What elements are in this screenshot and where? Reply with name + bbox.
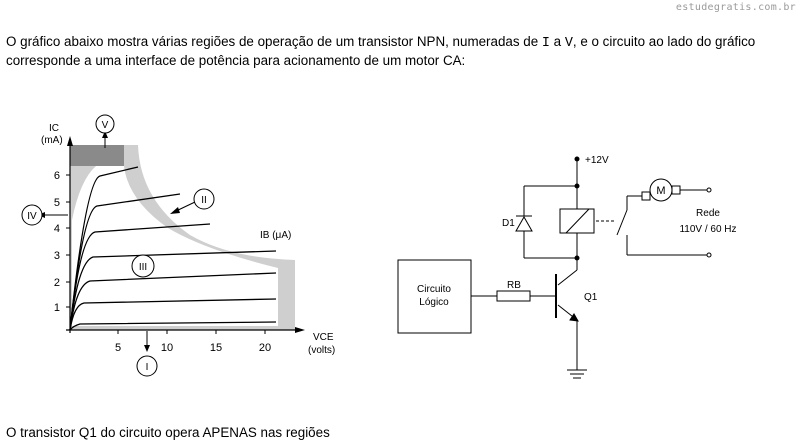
- resistor-RB: [496, 290, 531, 302]
- ib-label: IB (μA): [260, 230, 291, 241]
- x-tick-20: 20: [259, 342, 271, 354]
- diode-label: D1: [502, 218, 515, 229]
- logic-label-2: Lógico: [419, 297, 449, 308]
- region-I-marker: I: [136, 331, 158, 377]
- y-axis-label: IC: [49, 123, 59, 134]
- mains-label-1: Rede: [696, 208, 720, 219]
- logic-label-1: Circuito: [417, 284, 451, 295]
- svg-text:III: III: [139, 262, 147, 273]
- svg-text:V: V: [102, 120, 109, 131]
- y-axis-unit: (mA): [41, 135, 63, 146]
- region-V-marker: V: [95, 114, 115, 148]
- region-III-marker: III: [131, 254, 155, 278]
- statement-region-to: V: [564, 36, 573, 51]
- svg-text:I: I: [146, 362, 149, 373]
- region-II-marker: II: [170, 188, 215, 214]
- motor-interface-circuit: [397, 156, 712, 379]
- svg-text:II: II: [201, 195, 207, 206]
- output-characteristic-graph: 1 2 3 4 5 6 5 10 15 20 IC (mA) VCE (volt…: [21, 114, 335, 377]
- x-axis-unit: (volts): [308, 345, 335, 356]
- characteristic-curves: [69, 166, 277, 331]
- x-axis-label: VCE: [313, 332, 334, 343]
- motor-label: M: [656, 185, 665, 197]
- y-tick-3: 3: [54, 250, 60, 262]
- diode-D1: [515, 215, 533, 232]
- statement-text-3: , e o circuito ao lado do gráfico corres…: [6, 34, 756, 68]
- y-tick-6: 6: [54, 170, 60, 182]
- region-IV-marker: IV: [21, 204, 68, 226]
- x-tick-15: 15: [210, 342, 222, 354]
- y-tick-4: 4: [54, 223, 60, 235]
- y-tick-1: 1: [54, 302, 60, 314]
- logic-block: [397, 259, 472, 334]
- mains-label-2: 110V / 60 Hz: [679, 224, 736, 235]
- svg-text:IV: IV: [27, 211, 37, 222]
- statement-text-1: O gráfico abaixo mostra várias regiões d…: [6, 34, 542, 49]
- y-tick-2: 2: [54, 277, 60, 289]
- transistor-label: Q1: [584, 292, 598, 303]
- x-tick-10: 10: [161, 342, 173, 354]
- statement-region-from: I: [541, 36, 550, 51]
- y-tick-5: 5: [54, 197, 60, 209]
- watermark: estudegratis.com.br: [675, 2, 796, 13]
- supply-node: [574, 156, 580, 162]
- question-statement: O gráfico abaixo mostra várias regiões d…: [6, 33, 798, 69]
- resistor-label: RB: [507, 280, 521, 291]
- statement-text-2: a: [549, 34, 565, 49]
- y-axis-arrow: [67, 136, 73, 146]
- supply-label: +12V: [585, 155, 609, 166]
- x-tick-5: 5: [115, 342, 121, 354]
- question-footer: O transistor Q1 do circuito opera APENAS…: [6, 425, 330, 440]
- dark-region: [70, 145, 124, 166]
- circuit-labels: +12V D1 Circuito Lógico RB Q1 M Rede 110…: [417, 155, 736, 308]
- x-axis-arrow: [295, 327, 305, 333]
- safe-operating-area: [72, 166, 278, 326]
